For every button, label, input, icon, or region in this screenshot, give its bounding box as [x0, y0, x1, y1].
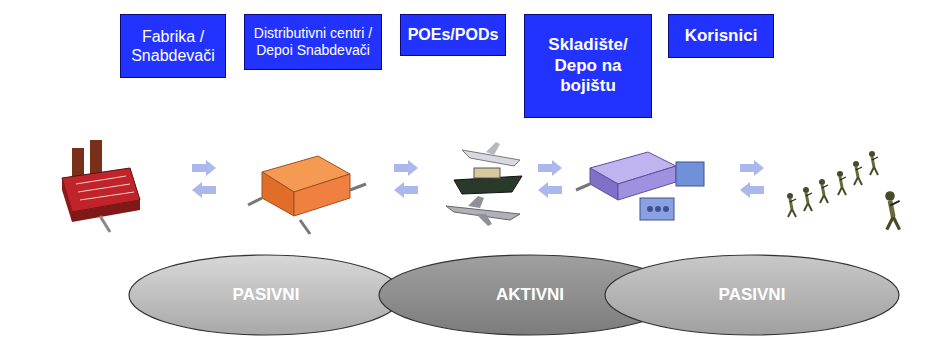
stage-label: Distributivni centri / Depoi Snabdevači [251, 25, 375, 59]
stage-label: Fabrika / Snabdevači [127, 27, 219, 65]
distribution-center-icon [248, 156, 366, 234]
depot-icon [576, 152, 704, 220]
stage-box: Fabrika / Snabdevači [120, 14, 226, 78]
phase-ellipse: PASIVNI [604, 254, 900, 336]
stage-label: Skladište/ Depo na bojištu [531, 35, 645, 96]
stage-label: Korisnici [685, 26, 758, 46]
factory-icon [62, 140, 140, 232]
transport-icon [446, 142, 522, 226]
flow-arrows [740, 160, 764, 198]
flow-arrows [192, 160, 216, 198]
phase-label: PASIVNI [719, 285, 786, 305]
phase-label: PASIVNI [233, 285, 300, 305]
stage-box: POEs/PODs [400, 14, 506, 56]
stage-box: Korisnici [668, 14, 774, 58]
phase-ellipse: PASIVNI [128, 254, 404, 336]
stage-box: Skladište/ Depo na bojištu [524, 14, 652, 118]
flow-arrows [538, 160, 562, 198]
stage-box: Distributivni centri / Depoi Snabdevači [244, 14, 382, 70]
flow-arrows [394, 160, 418, 198]
stage-label: POEs/PODs [408, 25, 499, 44]
soldiers-icon [787, 151, 900, 230]
phase-label: AKTIVNI [496, 285, 564, 305]
